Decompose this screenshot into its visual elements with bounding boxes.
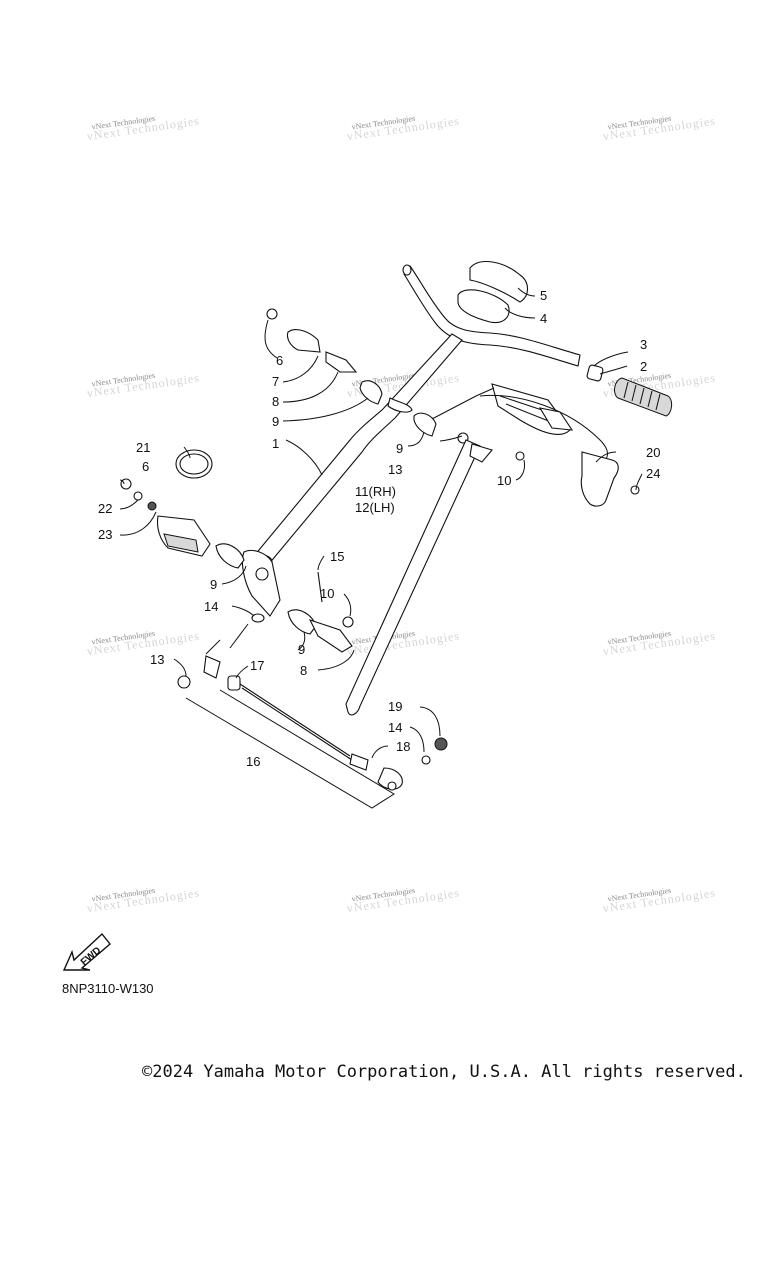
copyright-notice: ©2024 Yamaha Motor Corporation, U.S.A. A… (142, 1062, 746, 1082)
steering-tie-rod (345, 432, 525, 716)
callout-2: 2 (640, 359, 647, 374)
handlebar-end-collar (586, 364, 604, 382)
callout-8-lower: 8 (300, 663, 307, 678)
handlebar-grip (614, 377, 673, 417)
callout-8-top: 8 (272, 394, 279, 409)
adjuster-rod (177, 655, 448, 791)
grip-cover-lower (457, 289, 510, 324)
rod-group-outline (185, 689, 395, 809)
handlebar-bracket-assembly (429, 383, 608, 463)
clamp-upper (325, 351, 358, 373)
forward-arrow-icon: FWD (62, 932, 111, 971)
callout-10-lower: 10 (320, 586, 334, 601)
callout-24: 24 (646, 466, 660, 481)
callout-9-mid: 9 (396, 441, 403, 456)
callout-13-mid: 13 (388, 462, 402, 477)
callout-19: 19 (388, 699, 402, 714)
callout-15: 15 (330, 549, 344, 564)
bracket-cover (580, 451, 619, 507)
cable-band-inner (179, 453, 209, 475)
clamp-plate (286, 329, 321, 353)
lower-clamp-mid (287, 609, 317, 635)
cover-bolt (630, 485, 640, 495)
figure-code: 8NP3110-W130 (62, 981, 154, 996)
callout-20: 20 (646, 445, 660, 460)
clamp-holder-lower (413, 412, 437, 437)
mounting-bracket (156, 515, 211, 557)
clamp-holder (359, 380, 383, 405)
callout-13-lower: 13 (150, 652, 164, 667)
callout-11: 11(RH) (355, 484, 396, 499)
lower-nut (342, 616, 354, 628)
nut-left (147, 501, 157, 511)
callout-14-left: 14 (204, 599, 218, 614)
callout-1: 1 (272, 436, 279, 451)
lower-clamp-right (308, 619, 353, 653)
bolt-top (266, 308, 278, 320)
callout-23: 23 (98, 527, 112, 542)
lower-clamp-left (215, 543, 245, 569)
callout-7: 7 (272, 374, 279, 389)
callout-14-right: 14 (388, 720, 402, 735)
callout-18: 18 (396, 739, 410, 754)
washer-left (133, 491, 143, 501)
leader-lines (119, 287, 643, 759)
callout-6-left: 6 (142, 459, 149, 474)
callout-3: 3 (640, 337, 647, 352)
callout-9-lower: 9 (298, 642, 305, 657)
callout-9-left: 9 (210, 577, 217, 592)
callout-12: 12(LH) (355, 500, 395, 515)
callout-22: 22 (98, 501, 112, 516)
callout-16: 16 (246, 754, 260, 769)
steering-lever (241, 549, 281, 617)
callout-9-top: 9 (272, 414, 279, 429)
callout-5: 5 (540, 288, 547, 303)
callout-10-right: 10 (497, 473, 511, 488)
callout-17: 17 (250, 658, 264, 673)
lower-washer (251, 613, 265, 623)
callout-4: 4 (540, 311, 547, 326)
callout-labels: 1 2 3 4 5 6 6 7 8 8 9 9 9 9 10 10 11(RH)… (98, 288, 660, 769)
grip-cover-upper (469, 260, 529, 303)
callout-21: 21 (136, 440, 150, 455)
callout-6-top: 6 (276, 353, 283, 368)
lower-bolt (317, 571, 323, 603)
handlebar (402, 264, 581, 367)
